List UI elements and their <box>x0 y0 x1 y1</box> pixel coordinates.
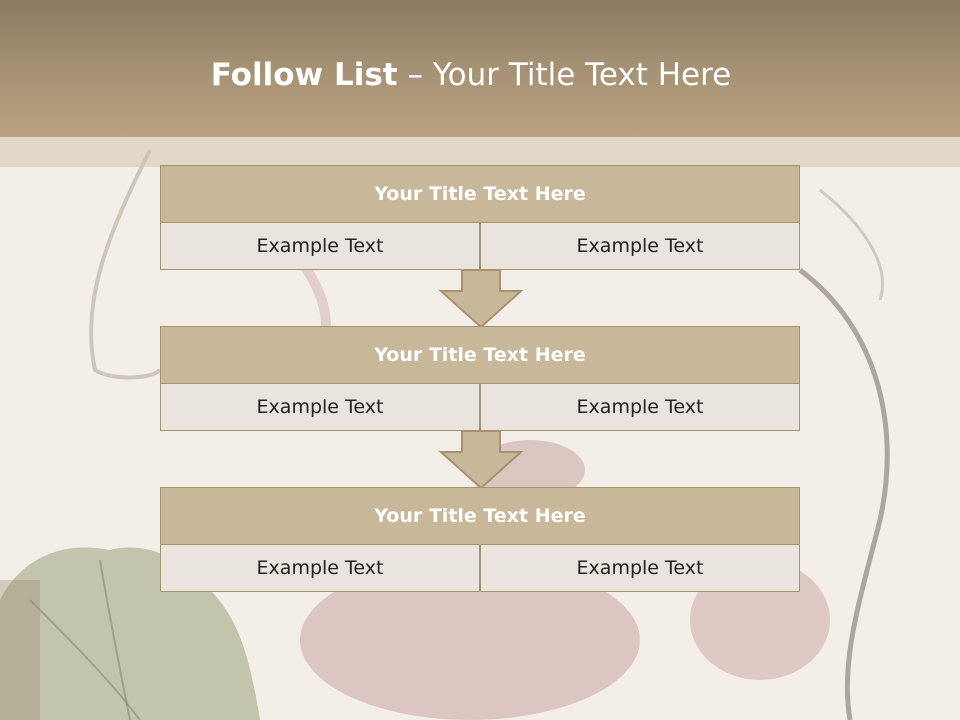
list-block: Your Title Text Here Example Text Exampl… <box>160 165 800 271</box>
slide-title-bold: Follow List <box>210 57 398 93</box>
block-title: Your Title Text Here <box>160 487 800 545</box>
list-block: Your Title Text Here Example Text Exampl… <box>160 487 800 593</box>
header-band <box>0 137 960 167</box>
block-cell-left: Example Text <box>160 544 480 592</box>
block-cell-right: Example Text <box>480 222 800 270</box>
down-arrow-icon <box>438 269 524 329</box>
block-cell-left: Example Text <box>160 222 480 270</box>
block-title: Your Title Text Here <box>160 165 800 223</box>
down-arrow-icon <box>438 430 524 490</box>
header-bar <box>0 0 960 137</box>
slide-title-rest: – Your Title Text Here <box>397 57 732 93</box>
block-cell-right: Example Text <box>480 544 800 592</box>
slide-title: Follow List – Your Title Text Here <box>0 55 942 95</box>
block-title: Your Title Text Here <box>160 326 800 384</box>
block-cell-left: Example Text <box>160 383 480 431</box>
block-cell-right: Example Text <box>480 383 800 431</box>
list-block: Your Title Text Here Example Text Exampl… <box>160 326 800 432</box>
